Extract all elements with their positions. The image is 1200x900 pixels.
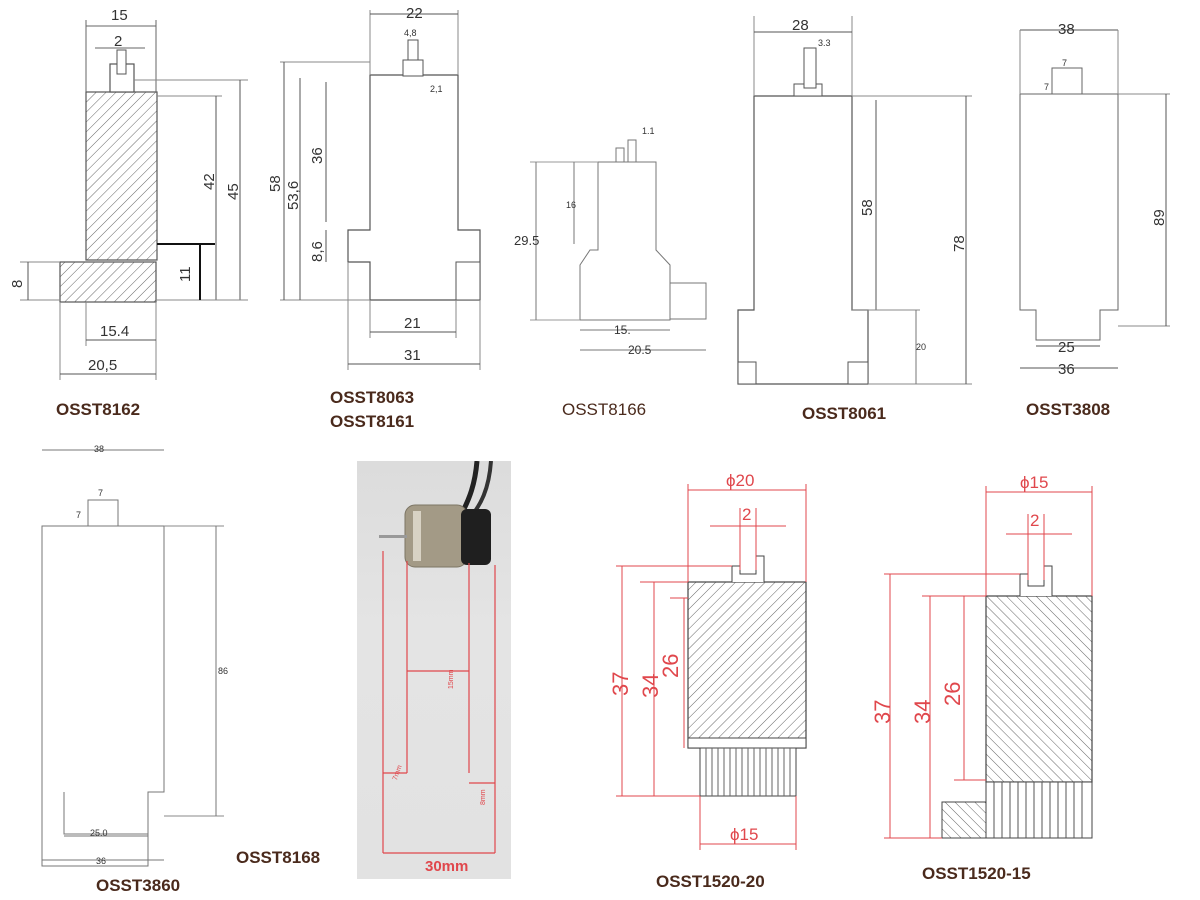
caption-osst8161: OSST8161 <box>330 412 415 431</box>
dim-top-22: 22 <box>406 5 423 22</box>
dim-53-6: 53,6 <box>285 181 302 210</box>
dim-29-5: 29.5 <box>514 233 539 248</box>
caption-osst1520-20: OSST1520-20 <box>656 872 765 891</box>
dim-3-3: 3.3 <box>818 38 831 48</box>
dim-slot-2: 2 <box>742 505 751 524</box>
dim-slot-2: 2 <box>1030 511 1039 530</box>
dim-15: 15. <box>614 323 631 337</box>
dim-36: 36 <box>96 856 106 866</box>
caption-osst3860: OSST3860 <box>96 876 181 895</box>
dim-34: 34 <box>910 700 935 724</box>
dim-21: 21 <box>404 315 421 332</box>
dim-11: 11 <box>177 266 194 282</box>
dim-89: 89 <box>1151 209 1168 226</box>
photo-dim-15mm: 15mm <box>448 669 455 689</box>
drawing-osst1520-20: ϕ20 2 37 34 26 ϕ15 <box>608 471 807 850</box>
dim-slot-2-1: 2,1 <box>430 84 443 94</box>
caption-osst8061: OSST8061 <box>802 404 887 423</box>
caption-osst1520-15: OSST1520-15 <box>922 864 1031 883</box>
dim-37: 37 <box>870 700 895 724</box>
dim-20-5: 20,5 <box>88 357 117 374</box>
dim-25: 25 <box>1058 339 1075 356</box>
caption-osst8168: OSST8168 <box>236 848 321 867</box>
dim-36: 36 <box>309 147 326 164</box>
dim-58: 58 <box>270 175 284 192</box>
dim-20: 20 <box>916 342 926 352</box>
dim-7-a: 7 <box>98 488 103 498</box>
dim-8-6: 8,6 <box>309 241 326 262</box>
dim-phi20: ϕ20 <box>726 471 754 490</box>
dim-top-15: 15 <box>111 7 128 24</box>
caption-osst3808: OSST3808 <box>1026 400 1111 419</box>
dim-26: 26 <box>658 654 683 678</box>
product-photo: 15mm 7mm 8mm 30mm <box>357 461 511 879</box>
photo-dim-30mm: 30mm <box>425 858 468 875</box>
dim-15-4: 15.4 <box>100 323 129 340</box>
dim-26: 26 <box>940 682 965 706</box>
dim-45: 45 <box>225 183 242 200</box>
photo-dim-7mm: 7mm <box>392 764 404 781</box>
dim-8: 8 <box>9 280 26 288</box>
dim-slot-2: 2 <box>114 33 122 50</box>
dim-58: 58 <box>859 199 876 216</box>
photo-dim-8mm: 8mm <box>480 789 487 805</box>
dim-7-a: 7 <box>1062 58 1067 68</box>
caption-osst8162: OSST8162 <box>56 400 141 419</box>
dim-16: 16 <box>566 200 576 210</box>
drawing-osst8061: 28 3.3 78 58 20 <box>737 16 972 385</box>
drawing-osst3860: 7 7 38 86 25.0 36 <box>41 444 228 867</box>
dim-28: 28 <box>792 17 809 34</box>
photo-motor-illustration: 15mm 7mm 8mm 30mm <box>379 461 496 875</box>
dim-36: 36 <box>1058 361 1075 378</box>
drawing-osst1520-15: ϕ15 2 37 34 26 <box>870 473 1093 839</box>
dim-7-b: 7 <box>1044 82 1049 92</box>
dim-42: 42 <box>201 173 218 190</box>
caption-osst8063: OSST8063 <box>330 388 415 407</box>
drawing-osst3808: 7 7 38 89 25 36 <box>1019 21 1170 378</box>
caption-osst8166: OSST8166 <box>562 400 647 419</box>
dim-38: 38 <box>1058 21 1075 38</box>
dim-phi15: ϕ15 <box>730 825 758 844</box>
dim-1-1: 1.1 <box>642 126 655 136</box>
dim-86: 86 <box>218 666 228 676</box>
dim-38: 38 <box>94 444 104 454</box>
dim-25-0: 25.0 <box>90 828 108 838</box>
dim-37: 37 <box>608 672 633 696</box>
dim-20-5: 20.5 <box>628 343 652 357</box>
drawing-osst8166: 1.1 29.5 16 15. 20.5 <box>514 126 707 357</box>
dim-7-b: 7 <box>76 510 81 520</box>
drawing-osst8162: 15 2 42 45 11 8 15.4 20,5 <box>9 7 248 380</box>
dim-78: 78 <box>951 235 968 252</box>
dim-34: 34 <box>638 674 663 698</box>
drawing-osst8063: 22 4,8 2,1 58 53,6 36 8,6 21 31 <box>270 5 481 370</box>
dim-31: 31 <box>404 347 421 364</box>
dim-slot-4-8: 4,8 <box>404 28 417 38</box>
dim-phi15: ϕ15 <box>1020 473 1048 492</box>
